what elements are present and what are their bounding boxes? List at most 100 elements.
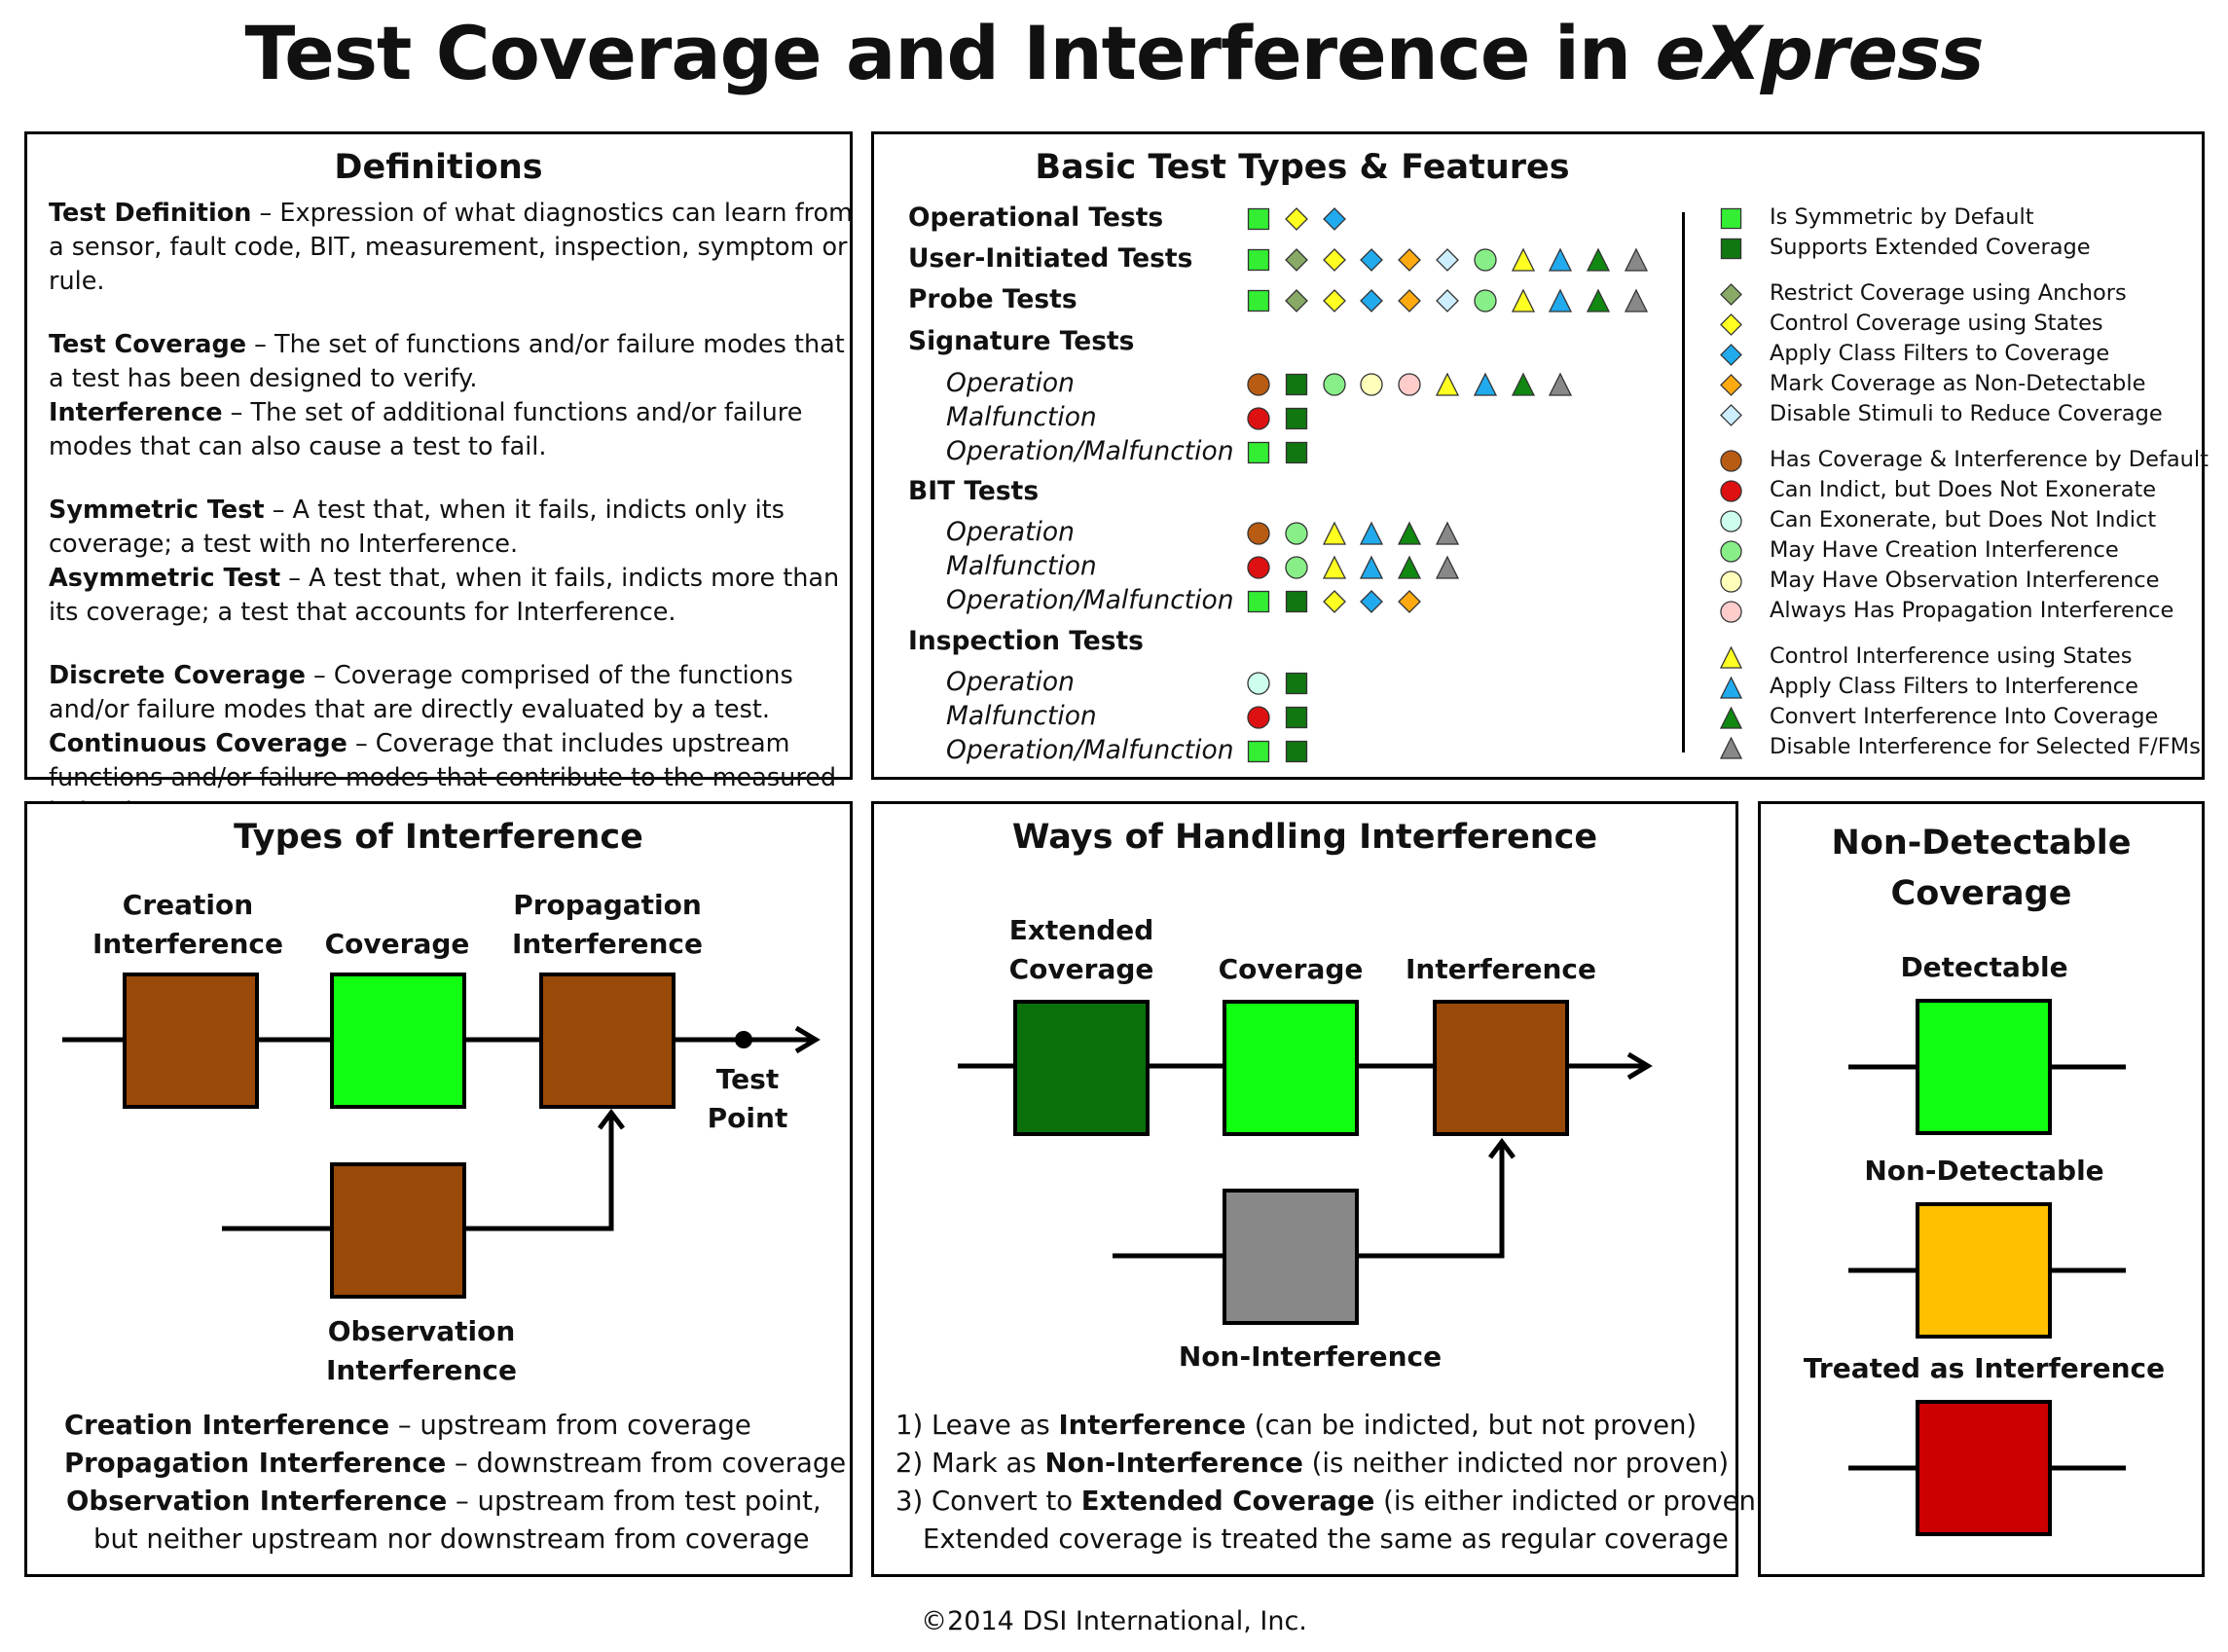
types-title: Types of Interference [234,818,643,857]
triangle-icon [1398,521,1422,545]
non-detectable-diagram [1848,999,2126,1536]
test-point-dot [735,1031,752,1048]
circle-icon [1322,373,1346,396]
test-type-label: BIT Tests [908,476,1040,506]
test-subtype-label: Malfunction [946,701,1097,731]
triangle-icon [1549,247,1573,272]
coverage-block [330,973,466,1109]
arrow-head [1626,1051,1653,1081]
legend-item-label: Has Coverage & Interference by Default [1770,447,2209,472]
coverage-label: Coverage [324,928,470,960]
treated-as-interference-block [1916,1400,2052,1536]
detectable-label: Detectable [1900,951,2068,983]
diamond-icon [1720,313,1742,336]
triangle-icon [1624,247,1649,272]
extended-coverage-block [1013,1000,1150,1136]
propagation-interference-label: Propagation Interference [511,889,704,960]
legend-item-label: Disable Stimuli to Reduce Coverage [1770,401,2163,426]
observation-interference-block [330,1162,466,1299]
definition-item: Test Coverage – The set of functions and… [49,330,845,393]
diamond-icon [1720,404,1742,426]
legend-item-label: Disable Interference for Selected F/FMs [1770,734,2201,759]
circle-icon [1720,601,1742,623]
legend-item-label: Control Interference using States [1770,643,2133,669]
legend-divider [1682,212,1685,753]
legend-item-label: Apply Class Filters to Interference [1770,674,2139,699]
treated-as-interference-label: Treated as Interference [1803,1352,2166,1384]
circle-icon [1247,407,1270,430]
circle-icon [1247,556,1270,579]
legend-item-label: Is Symmetric by Default [1770,204,2034,230]
legend-item-label: Convert Interference Into Coverage [1770,704,2159,729]
triangle-icon [1511,288,1535,312]
circle-icon [1285,522,1308,545]
types-description: Creation Interference – upstream from co… [64,1407,846,1559]
description-line: 3) Convert to Extended Coverage (is eith… [895,1486,1767,1517]
definitions-panel: Definitions Test Definition – Expression… [24,131,853,826]
creation-interference-block [123,973,259,1109]
square-icon [1247,248,1270,272]
triangle-icon [1587,247,1611,272]
square-icon [1285,441,1307,464]
diamond-icon [1322,289,1346,312]
definitions-title: Definitions [334,148,543,187]
handling-interference-panel: Ways of Handling Interference Extended C… [871,801,1767,1577]
propagation-interference-block [539,973,676,1109]
test-type-label: Inspection Tests [908,626,1144,656]
test-type-label: Signature Tests [908,326,1135,356]
circle-icon [1360,373,1384,396]
circle-icon [1285,556,1308,579]
arrow-head [794,1025,821,1054]
legend-item-label: Mark Coverage as Non-Detectable [1770,371,2146,396]
non-interference-block [1223,1189,1359,1325]
definition-item: Symmetric Test – A test that, when it fa… [49,496,785,559]
test-subtype-label: Operation/Malfunction [946,436,1234,466]
triangle-icon [1322,555,1346,579]
diamond-icon [1360,289,1384,312]
detectable-block [1916,999,2052,1135]
triangle-icon [1435,555,1460,579]
square-icon [1285,407,1307,430]
test-type-label: User-Initiated Tests [908,243,1193,274]
coverage-label: Coverage [1218,953,1364,985]
circle-icon [1720,480,1742,502]
diamond-icon [1322,590,1346,613]
non-detectable-block [1916,1202,2052,1339]
triangle-icon [1587,288,1611,312]
extended-coverage-label: Extended Coverage [1008,914,1154,985]
square-icon [1247,289,1270,312]
interference-label: Interference [1405,953,1597,985]
square-icon [1720,238,1742,260]
triangle-icon [1511,372,1535,396]
circle-icon [1720,540,1742,563]
description-line: Creation Interference – upstream from co… [64,1410,751,1441]
square-icon [1247,740,1270,763]
non-detectable-title: Non-Detectable Coverage [1831,824,2132,913]
legend-item-label: Apply Class Filters to Coverage [1770,341,2110,366]
test-subtype-label: Operation [946,368,1075,398]
circle-icon [1247,706,1270,729]
definition-item: Asymmetric Test – A test that, when it f… [49,564,840,627]
diamond-icon [1360,248,1384,272]
observation-interference-label: Observation Interference [325,1315,518,1386]
types-diagram [62,973,821,1299]
test-type-label: Operational Tests [908,202,1164,233]
page-title: Test Coverage and Interference in eXpres… [244,10,1984,96]
diamond-icon [1284,289,1308,312]
circle-icon [1247,522,1270,545]
interference-block [1433,1000,1569,1136]
copyright-footer: ©2014 DSI International, Inc. [921,1606,1307,1636]
test-subtype-label: Operation [946,667,1075,697]
circle-icon [1247,373,1270,396]
square-icon [1285,590,1307,613]
diamond-icon [1284,207,1308,231]
diamond-icon [1720,374,1742,396]
triangle-icon [1360,521,1384,545]
triangle-icon [1511,247,1535,272]
legend-item-label: Can Indict, but Does Not Exonerate [1770,477,2157,502]
square-icon [1285,740,1307,763]
square-icon [1247,441,1270,464]
non-detectable-coverage-panel: Non-Detectable Coverage Detectable Non-D… [1758,801,2205,1577]
diamond-icon [1398,590,1422,613]
circle-icon [1398,373,1421,396]
